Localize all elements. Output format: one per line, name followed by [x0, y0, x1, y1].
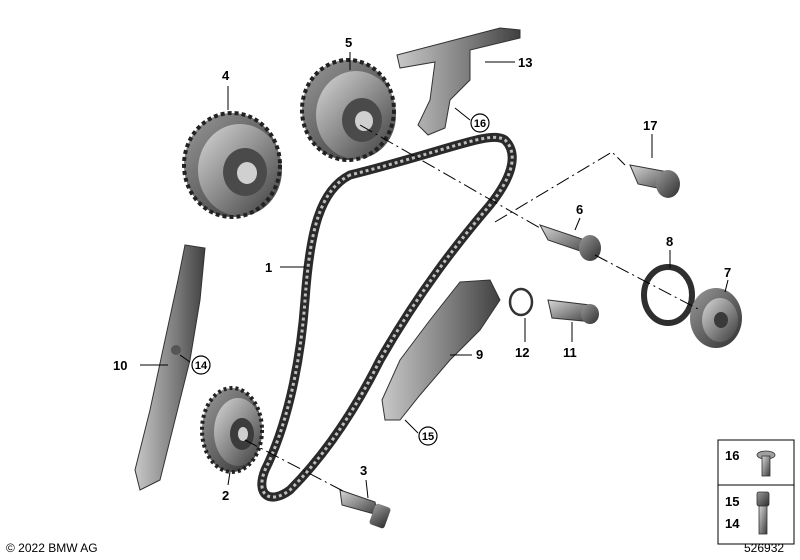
part-label-10: 10	[113, 358, 127, 373]
part-label-4: 4	[222, 68, 230, 83]
axis-lines	[244, 124, 701, 493]
camshaft-adjuster-left	[182, 111, 282, 219]
timing-chain	[257, 132, 517, 502]
legend-label-15: 15	[725, 494, 739, 509]
o-ring	[508, 287, 534, 317]
leader-lines	[140, 52, 729, 499]
svg-text:15: 15	[422, 431, 434, 443]
svg-text:14: 14	[195, 360, 208, 372]
part-label-9: 9	[476, 347, 483, 362]
part-label-5: 5	[345, 35, 352, 50]
guide-rail	[381, 279, 501, 421]
svg-text:16: 16	[474, 118, 486, 130]
cover-disc	[690, 288, 742, 348]
screw-icon	[756, 450, 776, 477]
part-label-7: 7	[724, 265, 731, 280]
central-bolt	[339, 489, 391, 529]
part-label-11: 11	[563, 345, 577, 360]
part-label-17: 17	[643, 118, 657, 133]
chain-tensioner	[547, 299, 599, 324]
bolt-icon	[756, 491, 770, 535]
part-label-3: 3	[360, 463, 367, 478]
image-number: 526932	[744, 541, 784, 555]
part-label-1: 1	[265, 260, 272, 275]
part-labels: 1 2 3 4 5 6 7 8 9 10 11 12 13 17	[113, 35, 731, 503]
part-label-13: 13	[518, 55, 532, 70]
sealing-ring	[641, 264, 695, 326]
copyright-text: © 2022 BMW AG	[6, 541, 98, 555]
part-label-6: 6	[576, 202, 583, 217]
legend-label-14: 14	[725, 516, 740, 531]
fastener-legend: 16 15 14	[717, 439, 795, 545]
part-label-12: 12	[515, 345, 529, 360]
circled-label-15: 15	[418, 426, 438, 446]
part-label-8: 8	[666, 234, 673, 249]
legend-label-16: 16	[725, 448, 739, 463]
circled-label-16: 16	[470, 113, 490, 133]
circled-label-14: 14	[191, 355, 211, 375]
tensioning-rail	[134, 244, 206, 491]
camshaft-adjuster-right	[300, 58, 396, 162]
chain-guide-bracket	[396, 27, 521, 136]
solenoid-valve	[538, 224, 601, 261]
sensor-plug	[629, 164, 680, 198]
circled-labels: 16 14 15	[191, 113, 490, 446]
part-label-2: 2	[222, 488, 229, 503]
crankshaft-sprocket	[200, 386, 264, 474]
